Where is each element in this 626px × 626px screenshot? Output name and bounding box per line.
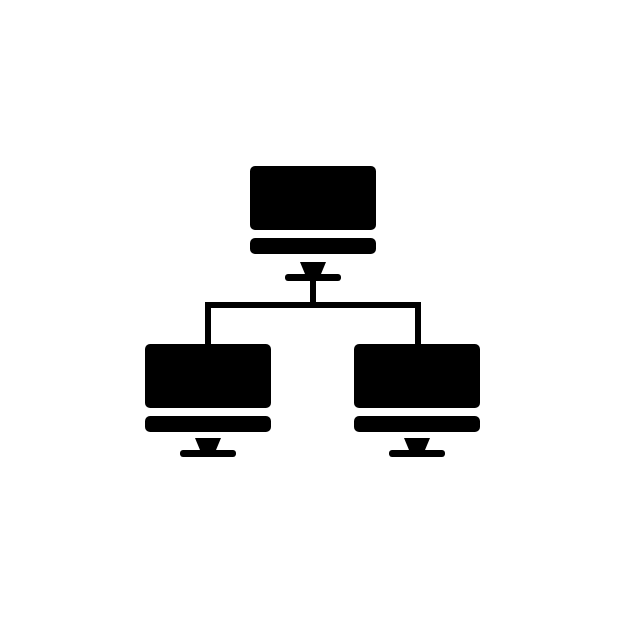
left-monitor-screen: [145, 344, 271, 408]
top-monitor-bezel: [250, 238, 376, 254]
right-monitor-screen: [354, 344, 480, 408]
top-monitor-screen: [250, 166, 376, 230]
left-monitor-base: [180, 450, 236, 457]
right-monitor-neck: [404, 438, 430, 450]
left-monitor-bezel: [145, 416, 271, 432]
tree-connector-icon: [205, 281, 421, 344]
right-monitor-icon: [354, 344, 480, 457]
top-monitor-neck: [300, 262, 326, 274]
right-monitor-bezel: [354, 416, 480, 432]
connector-left-drop: [205, 302, 211, 344]
top-monitor-icon: [250, 166, 376, 281]
connector-right-drop: [415, 302, 421, 344]
top-monitor-base: [285, 274, 341, 281]
left-monitor-icon: [145, 344, 271, 457]
left-monitor-neck: [195, 438, 221, 450]
connector-crossbar: [205, 302, 421, 308]
connector-stem: [310, 281, 316, 307]
right-monitor-base: [389, 450, 445, 457]
